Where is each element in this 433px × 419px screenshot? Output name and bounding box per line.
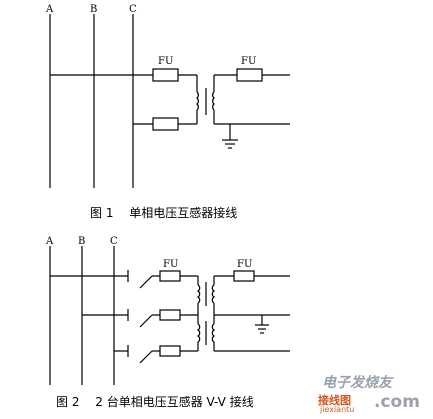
pt1-secondary-coil bbox=[211, 284, 216, 304]
bus-label-c: C bbox=[129, 4, 137, 15]
pt-secondary-coil bbox=[212, 91, 215, 111]
bus-label-a: A bbox=[45, 4, 54, 15]
isolating-switch-a bbox=[139, 275, 160, 289]
primary-fuse-c bbox=[159, 345, 181, 357]
caption-figure-2: 图 2 2 台单相电压互感器 V-V 接线 bbox=[56, 393, 254, 410]
caption-figure-1: 图 1 单相电压互感器接线 bbox=[90, 204, 237, 221]
ground-icon bbox=[222, 139, 238, 149]
secondary-fuse-a bbox=[233, 270, 255, 282]
watermark-domain: jiexiantu bbox=[320, 405, 355, 414]
caption-figure-number: 图 1 bbox=[90, 206, 114, 220]
primary-fuse-1 bbox=[152, 68, 179, 82]
secondary-fuse bbox=[236, 68, 263, 82]
diagram-2 bbox=[49, 246, 290, 385]
isolating-switch-c bbox=[139, 350, 160, 364]
caption-figure-number-2: 图 2 bbox=[56, 395, 80, 409]
fuse-label-primary: FU bbox=[158, 56, 173, 67]
pt2-secondary-coil bbox=[211, 323, 216, 343]
bus-label-b-2: B bbox=[78, 236, 85, 247]
bus-label-a-2: A bbox=[45, 236, 54, 247]
watermark-brand: 电子发烧友 bbox=[322, 375, 392, 391]
fuse-label-primary-2: FU bbox=[163, 259, 178, 270]
pt-primary-coil bbox=[196, 91, 199, 111]
pt1-primary-coil bbox=[196, 284, 201, 304]
fuse-label-secondary-2: FU bbox=[237, 259, 252, 270]
bus-label-b: B bbox=[90, 4, 97, 15]
primary-fuse-b bbox=[159, 309, 181, 321]
bus-label-c-2: C bbox=[110, 236, 118, 247]
pt2-primary-coil bbox=[196, 323, 201, 343]
caption-figure-text: 单相电压互感器接线 bbox=[129, 206, 238, 220]
diagram-1 bbox=[49, 14, 290, 188]
watermark-site: 接线图 bbox=[318, 394, 351, 407]
primary-fuse-2 bbox=[152, 117, 179, 131]
caption-figure-text-2: 2 台单相电压互感器 V-V 接线 bbox=[95, 395, 254, 409]
isolating-switch-b bbox=[139, 314, 160, 328]
watermark-tld: .com bbox=[374, 392, 420, 412]
ground-icon-2 bbox=[255, 324, 269, 334]
primary-fuse-a bbox=[159, 270, 181, 282]
fuse-label-secondary: FU bbox=[241, 56, 256, 67]
